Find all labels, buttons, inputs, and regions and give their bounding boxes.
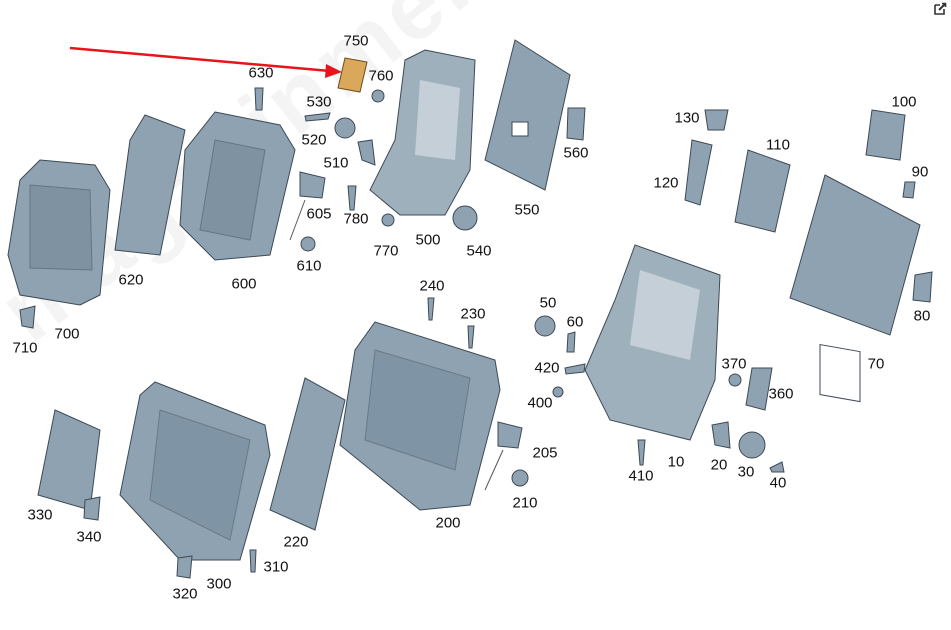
part-520 — [334, 117, 356, 139]
callout-630[interactable]: 630 — [248, 64, 274, 82]
callout-360[interactable]: 360 — [768, 385, 794, 403]
callout-320[interactable]: 320 — [172, 585, 198, 603]
callout-760[interactable]: 760 — [368, 67, 394, 85]
external-edit-icon[interactable] — [933, 2, 947, 16]
part-330 — [37, 409, 101, 511]
callout-240[interactable]: 240 — [419, 277, 445, 295]
part-370 — [728, 373, 742, 387]
part-500 — [369, 49, 476, 216]
pointer-arrow — [69, 46, 331, 73]
callout-610[interactable]: 610 — [296, 257, 322, 275]
part-760 — [371, 89, 385, 103]
callout-70[interactable]: 70 — [867, 355, 885, 373]
callout-510[interactable]: 510 — [323, 154, 349, 172]
callout-300[interactable]: 300 — [206, 575, 232, 593]
part-200 — [339, 321, 501, 511]
part-220 — [269, 377, 346, 531]
part-210 — [511, 469, 529, 487]
callout-230[interactable]: 230 — [460, 305, 486, 323]
callout-500[interactable]: 500 — [415, 231, 441, 249]
callout-100[interactable]: 100 — [891, 93, 917, 111]
callout-80[interactable]: 80 — [913, 307, 931, 325]
callout-50[interactable]: 50 — [539, 294, 557, 312]
callout-370[interactable]: 370 — [721, 355, 747, 373]
callout-20[interactable]: 20 — [710, 456, 728, 474]
callout-780[interactable]: 780 — [343, 210, 369, 228]
part-410 — [637, 439, 646, 466]
part-70 — [789, 174, 921, 336]
callout-330[interactable]: 330 — [27, 506, 53, 524]
callout-60[interactable]: 60 — [566, 313, 584, 331]
callout-30[interactable]: 30 — [737, 463, 755, 481]
part-110 — [734, 149, 791, 233]
callout-120[interactable]: 120 — [653, 174, 679, 192]
callout-90[interactable]: 90 — [911, 163, 929, 181]
part-420 — [564, 363, 586, 375]
callout-200[interactable]: 200 — [435, 514, 461, 532]
callout-10[interactable]: 10 — [667, 453, 685, 471]
callout-205[interactable]: 205 — [532, 444, 558, 462]
part-630 — [254, 87, 264, 111]
part-130 — [704, 109, 729, 131]
callout-520[interactable]: 520 — [301, 131, 327, 149]
part-90 — [902, 181, 916, 199]
callout-220[interactable]: 220 — [283, 533, 309, 551]
part-300 — [119, 381, 271, 561]
part-750-highlighted — [337, 57, 368, 93]
callout-420[interactable]: 420 — [534, 359, 560, 377]
part-240 — [427, 297, 435, 321]
callout-620[interactable]: 620 — [118, 271, 144, 289]
callout-400[interactable]: 400 — [527, 394, 553, 412]
callout-410[interactable]: 410 — [628, 467, 654, 485]
part-340 — [83, 496, 101, 521]
part-40 — [769, 461, 785, 473]
callout-530[interactable]: 530 — [306, 93, 332, 111]
part-510 — [357, 139, 376, 166]
part-30 — [738, 431, 766, 459]
part-540 — [452, 205, 478, 231]
callout-310[interactable]: 310 — [263, 558, 289, 576]
part-120 — [684, 139, 713, 206]
part-230 — [467, 325, 475, 349]
callout-700[interactable]: 700 — [54, 325, 80, 343]
part-780 — [347, 185, 357, 211]
part-310 — [249, 549, 257, 573]
callout-210[interactable]: 210 — [512, 494, 538, 512]
part-710 — [19, 305, 36, 329]
part-530 — [304, 112, 331, 122]
callout-540[interactable]: 540 — [466, 242, 492, 260]
callout-750[interactable]: 750 — [343, 32, 369, 50]
part-20 — [711, 421, 731, 449]
callout-550[interactable]: 550 — [514, 201, 540, 219]
part-560 — [566, 107, 586, 141]
part-610 — [300, 236, 316, 252]
callout-600[interactable]: 600 — [231, 275, 257, 293]
part-50 — [534, 315, 556, 337]
part-550 — [484, 39, 571, 191]
part-360 — [745, 367, 773, 411]
callout-340[interactable]: 340 — [76, 528, 102, 546]
callout-560[interactable]: 560 — [563, 144, 589, 162]
callout-710[interactable]: 710 — [12, 339, 38, 357]
part-320 — [176, 555, 193, 579]
callout-110[interactable]: 110 — [766, 136, 790, 154]
part-100 — [865, 109, 906, 161]
callout-40[interactable]: 40 — [769, 474, 787, 492]
callout-130[interactable]: 130 — [674, 109, 700, 127]
part-60 — [566, 331, 576, 353]
pointer-arrowhead — [325, 64, 342, 78]
part-620 — [114, 114, 186, 256]
part-10 — [584, 244, 721, 441]
callout-770[interactable]: 770 — [373, 242, 399, 260]
part-605 — [299, 171, 326, 199]
part-400 — [552, 386, 564, 398]
callout-605[interactable]: 605 — [306, 205, 332, 223]
part-205 — [497, 421, 523, 449]
part-770 — [381, 213, 395, 227]
part-80 — [912, 271, 933, 303]
